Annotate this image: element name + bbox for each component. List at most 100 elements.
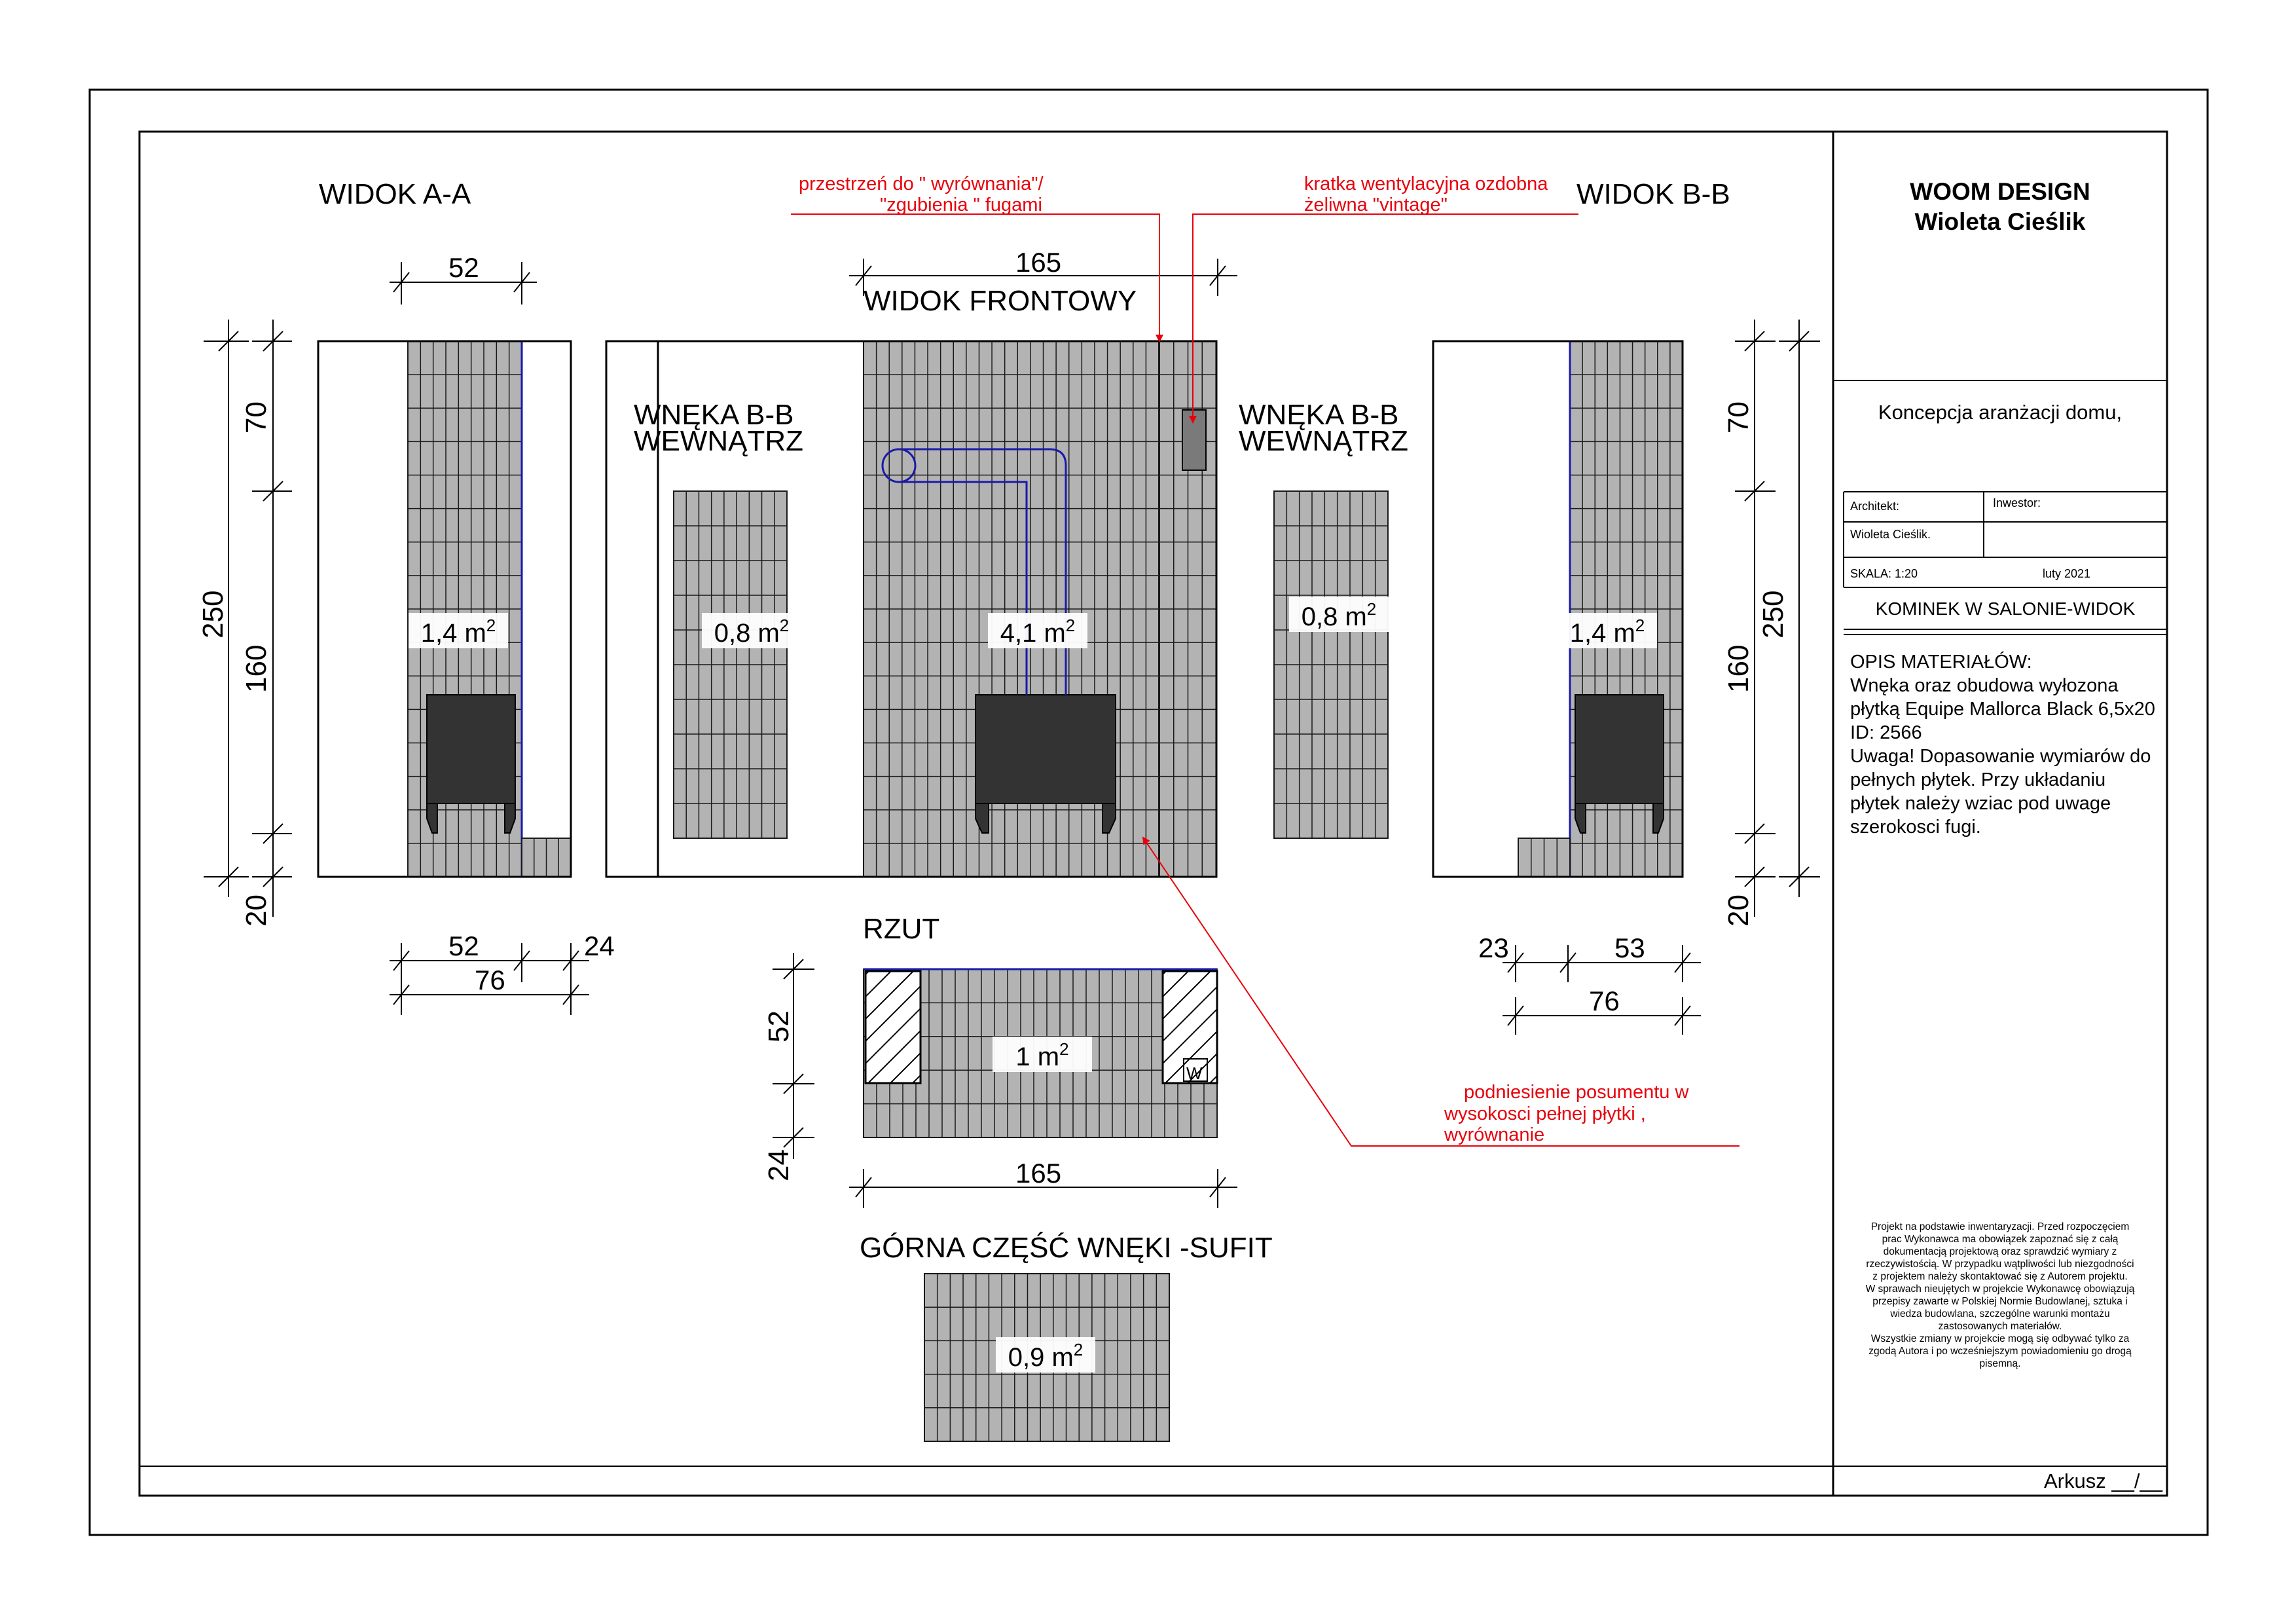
opis-line-7: szerokosci fugi.: [1850, 817, 1981, 838]
vent-plan-box: [1183, 1058, 1208, 1082]
title-frontowy: WIDOK FRONTOWY: [864, 285, 1137, 317]
disclaimer-line: rzeczywistością. W przypadku wątpliwości…: [1866, 1259, 2134, 1270]
sheet-title: KOMINEK W SALONIE-WIDOK: [1875, 599, 2136, 619]
dim-right-70: 70: [1722, 401, 1755, 434]
stove-frontowy: [975, 694, 1116, 834]
area-label-wneka-left: 0,8 m2: [714, 616, 790, 648]
vent-plan-label: W: [1186, 1063, 1203, 1083]
tile-area-widok-aa-step: [521, 838, 572, 877]
area-label-widok-bb: 1,4 m2: [1570, 616, 1645, 648]
disclaimer-line: Projekt na podstawie inwentaryzacji. Prz…: [1870, 1221, 2130, 1232]
dim-left-250: 250: [197, 591, 229, 638]
titleblock-lines: [1832, 132, 2167, 1496]
area-label-rzut: 1 m2: [1015, 1039, 1068, 1071]
dimension-lines: [204, 259, 1820, 1208]
dim-bb-bottom-23: 23: [1478, 932, 1509, 963]
vent-grille: [1182, 409, 1207, 471]
tile-area-rzut: [863, 969, 1218, 1138]
title-wneka-left-1: WNĘKA B-B: [634, 399, 794, 431]
area-labels: 1,4 m2 0,8 m2 4,1 m2 0,8 m2 1,4 m2 1 m2 0,9 m2: [409, 597, 1657, 1373]
frontowy-outline: [605, 340, 1218, 878]
company-name: WOOM DESIGN Wioleta Cieślik: [1833, 177, 2167, 237]
company-line-2: Wioleta Cieślik: [1914, 208, 2086, 235]
area-label-sufit: 0,9 m2: [1008, 1340, 1084, 1372]
title-wneka-left-2: WEWNĄTRZ: [634, 425, 803, 457]
dim-aa-bottom-24: 24: [584, 931, 615, 961]
note-kratka-1: kratka wentylacyjna ozdobna: [1304, 174, 1548, 194]
opis-line-5: pełnych płytek. Przy układaniu: [1850, 769, 2106, 790]
disclaimer-line: pisemną.: [1979, 1358, 2021, 1369]
company-line-1: WOOM DESIGN: [1910, 178, 2090, 205]
area-label-widok-aa: 1,4 m2: [421, 616, 496, 648]
tile-areas: [407, 341, 1683, 1442]
opis-header: OPIS MATERIAŁÓW:: [1850, 652, 2032, 673]
dim-rzut-52: 52: [763, 1010, 795, 1043]
opis-line-1: Wnęka oraz obudowa wyłozona: [1850, 675, 2119, 696]
disclaimer-line: zgodą Autora i po wcześniejszym powiadom…: [1868, 1346, 2132, 1357]
disclaimer-line: dokumentacją projektową oraz sprawdzić w…: [1883, 1246, 2117, 1257]
dim-aa-bottom-52: 52: [448, 931, 479, 961]
title-sufit: GÓRNA CZĘŚĆ WNĘKI -SUFIT: [860, 1230, 1273, 1264]
note-wyrownania-1: przestrzeń do " wyrównania"/: [799, 174, 1044, 194]
area-label-wneka-left-bg: [702, 613, 801, 648]
wall-outlines: [317, 340, 1684, 878]
stove-widok-aa: [426, 694, 516, 834]
area-label-sufit-bg: [996, 1337, 1095, 1373]
stove-widok-bb: [1575, 694, 1664, 834]
dim-left-70: 70: [240, 401, 272, 434]
dim-right-250: 250: [1757, 591, 1789, 638]
outer-frame: [88, 88, 2209, 1536]
dim-rzut-24: 24: [763, 1149, 795, 1181]
project-name: Koncepcja aranżacji domu,: [1878, 401, 2123, 424]
area-label-wneka-right-bg: [1289, 597, 1389, 632]
widok-bb-outline: [1432, 340, 1684, 878]
red-leaders: [791, 213, 1740, 1147]
opis-line-4: Uwaga! Dopasowanie wymiarów do: [1850, 746, 2151, 767]
area-label-widok-bb-bg: [1558, 613, 1657, 648]
inwestor-label: Inwestor:: [1993, 496, 2041, 509]
architekt-label: Architekt:: [1850, 500, 1900, 513]
dim-rzut-165: 165: [1015, 1158, 1061, 1189]
area-label-frontowy: 4,1 m2: [1000, 616, 1076, 648]
plan-hatches: [864, 970, 1218, 1084]
note-posument-2: wysokosci pełnej płytki ,: [1444, 1103, 1646, 1124]
tile-area-wneka-right: [1273, 490, 1389, 839]
dim-bb-bottom-76: 76: [1589, 986, 1620, 1016]
area-label-rzut-bg: [993, 1037, 1092, 1072]
sheet-number: Arkusz __/__: [2044, 1469, 2162, 1492]
disclaimer-line: W sprawach nieujętych w projekcie Wykona…: [1865, 1283, 2135, 1295]
plan-pillar-left: [864, 970, 922, 1084]
note-posument-3: wyrównanie: [1444, 1124, 1544, 1145]
title-widok-aa: WIDOK A-A: [319, 178, 471, 210]
area-label-widok-aa-bg: [409, 613, 508, 648]
dim-aa-top: 52: [448, 252, 479, 283]
dim-left-160: 160: [240, 645, 272, 693]
opis-line-6: płytek należy wziac pod uwage: [1850, 793, 2111, 814]
area-label-wneka-right: 0,8 m2: [1302, 599, 1377, 631]
tile-area-widok-bb-step: [1518, 838, 1571, 877]
disclaimer-line: wiedza budowlana, szczególne warunki mon…: [1890, 1308, 2110, 1320]
note-kratka-2: żeliwna "vintage": [1304, 194, 1448, 215]
note-posument-1: podniesienie posumentu w: [1464, 1082, 1689, 1103]
disclaimer-line: zastosowanych materiałów.: [1938, 1321, 2062, 1332]
dim-left-20: 20: [240, 895, 272, 927]
dim-right-160: 160: [1722, 645, 1755, 693]
disclaimer-line: Wszystkie zmiany w projekcie mogą się od…: [1870, 1333, 2130, 1344]
widok-aa-outline: [317, 340, 572, 878]
inner-frame: [138, 130, 2168, 1497]
date-label: luty 2021: [2043, 567, 2091, 580]
note-wyrownania-2: "zgubienia " fugami: [880, 194, 1042, 215]
tile-area-wneka-left: [673, 490, 788, 839]
title-wneka-right-2: WEWNĄTRZ: [1239, 425, 1408, 457]
disclaimer-line: z projektem należy skontaktować się z Au…: [1872, 1271, 2128, 1282]
dim-right-20: 20: [1722, 895, 1755, 927]
area-label-frontowy-bg: [988, 613, 1087, 648]
architekt-name: Wioleta Cieślik.: [1850, 528, 1931, 541]
disclaimer-line: przepisy zawarte w Polskiej Normie Budow…: [1872, 1296, 2128, 1307]
dim-aa-bottom-76: 76: [475, 965, 505, 995]
scale-label: SKALA: 1:20: [1850, 567, 1918, 580]
disclaimer-line: prac Wykonawca ma obowiązek zapoznać się…: [1882, 1234, 2119, 1245]
title-widok-bb: WIDOK B-B: [1576, 178, 1730, 210]
title-wneka-right-1: WNĘKA B-B: [1239, 399, 1399, 431]
